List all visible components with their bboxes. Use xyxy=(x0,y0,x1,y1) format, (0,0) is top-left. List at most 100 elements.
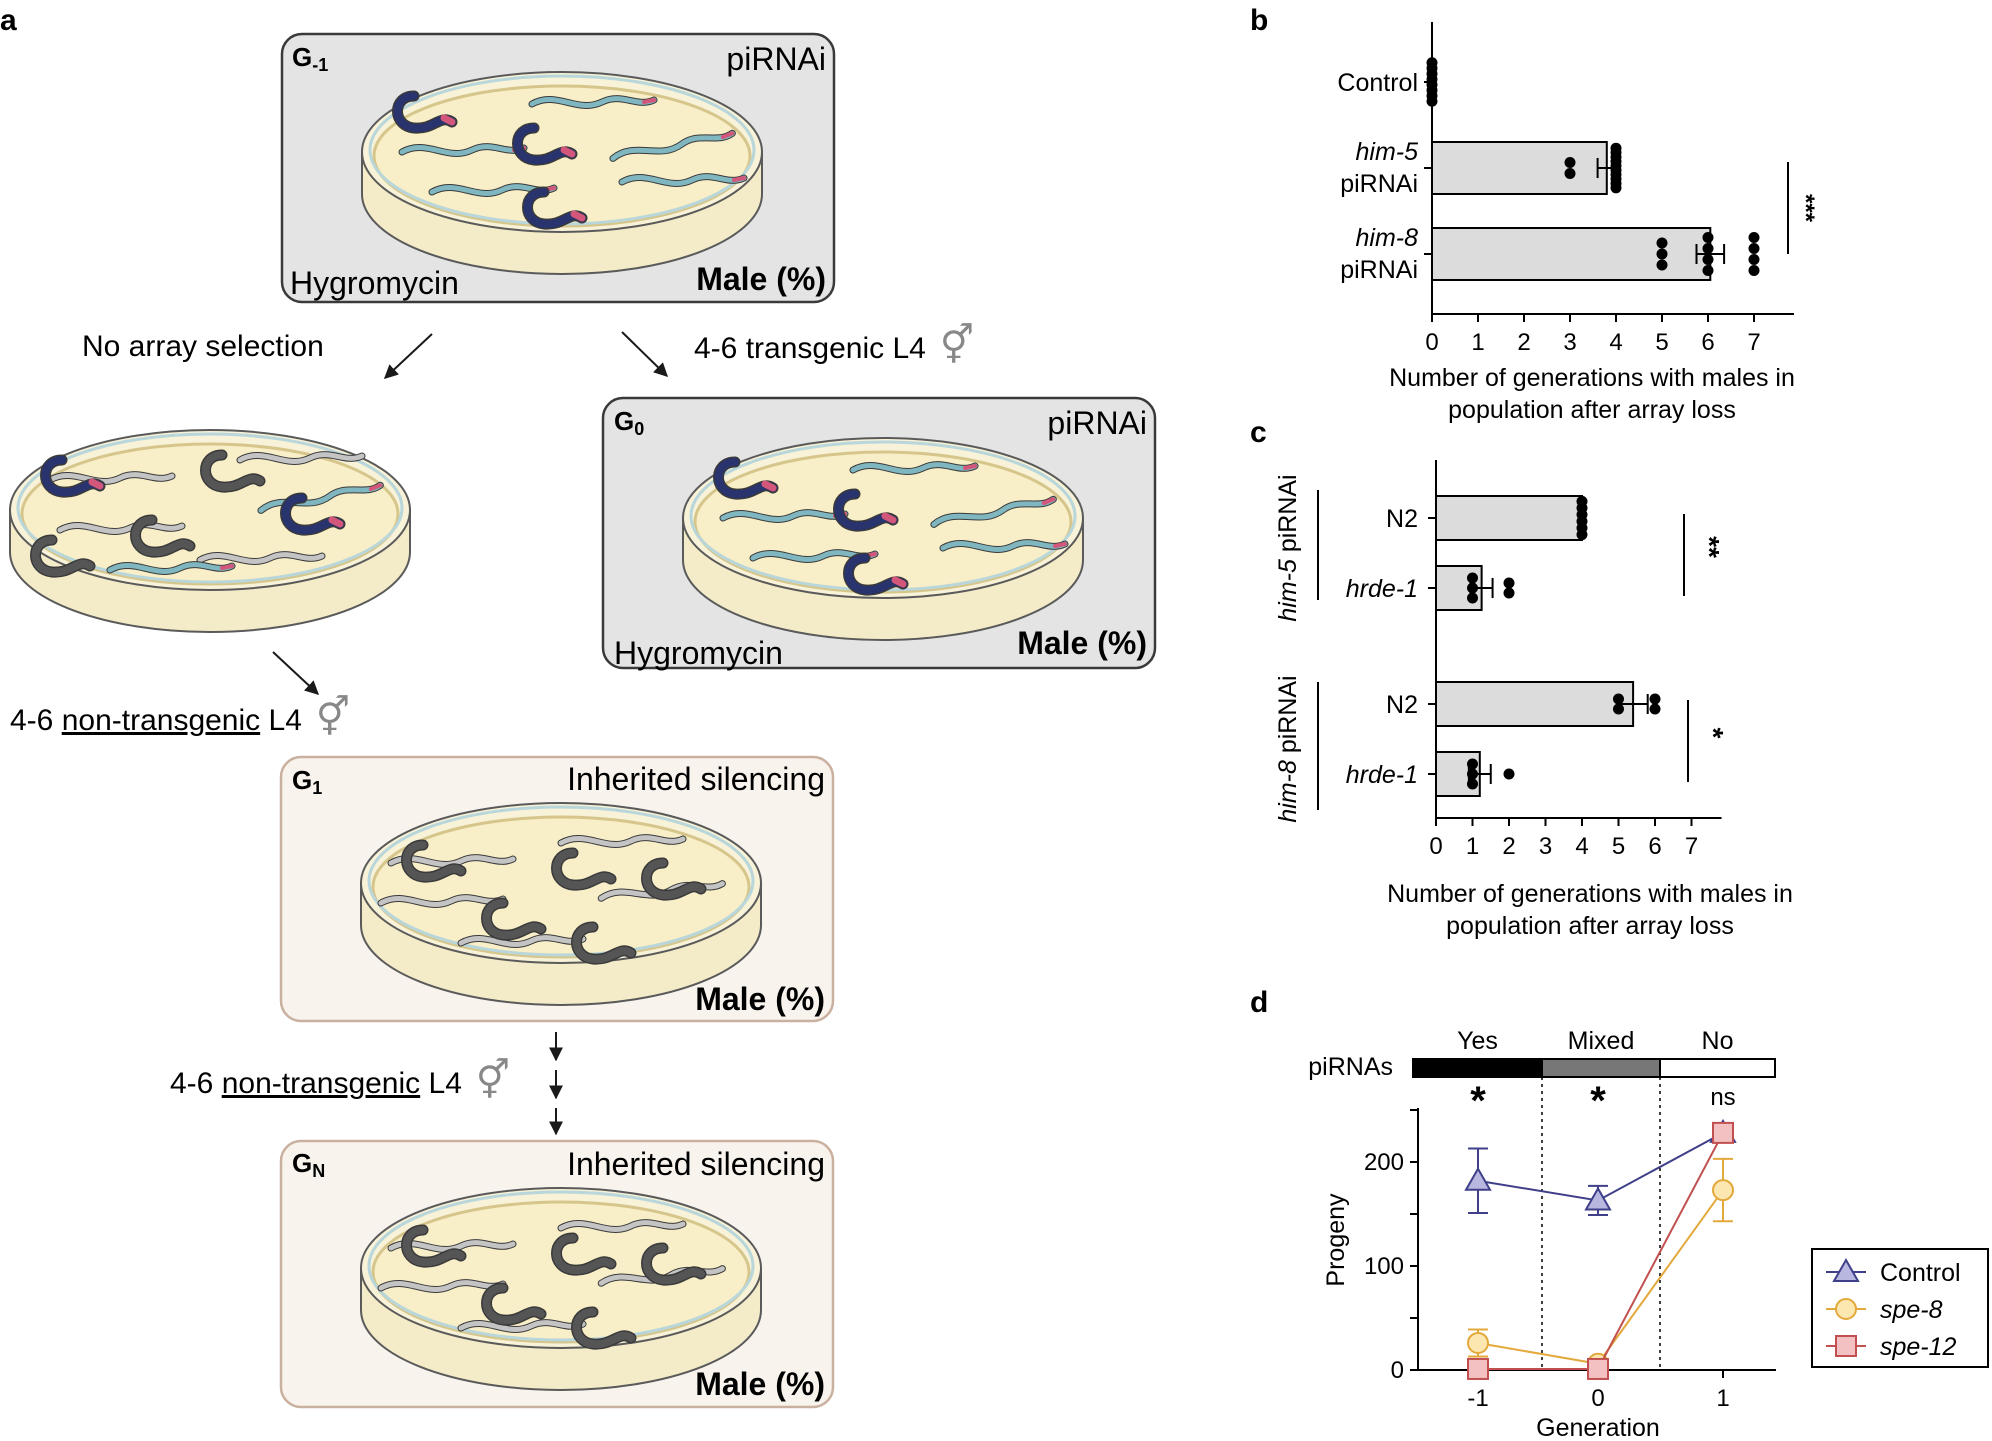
data-point xyxy=(1702,265,1714,276)
x-axis-label: Number of generations with males in xyxy=(1389,364,1795,392)
petri-dish xyxy=(360,1187,762,1391)
data-point xyxy=(1656,259,1668,271)
pirna-segment-label: Mixed xyxy=(1568,1027,1635,1055)
worm xyxy=(843,552,909,596)
transgenic-l4-label: 4-6 transgenic L4⚥ xyxy=(694,323,974,367)
significance-label: ** xyxy=(1694,536,1725,558)
triangle-marker xyxy=(1832,1257,1860,1282)
arrow xyxy=(621,331,669,377)
bar xyxy=(1431,141,1608,195)
category-label: N2 xyxy=(1386,505,1418,533)
worm xyxy=(377,1279,507,1293)
data-point xyxy=(1564,157,1576,168)
data-point xyxy=(1467,768,1478,780)
gen-label: G0 xyxy=(614,406,644,439)
x-tick-label: 0 xyxy=(1591,1385,1604,1412)
worm xyxy=(457,934,587,948)
data-point xyxy=(1467,572,1478,584)
panel-label-c: c xyxy=(1250,416,1267,449)
series-line xyxy=(1477,1132,1724,1202)
mixed-population-dish xyxy=(9,429,411,633)
group-label: him-5 piRNAi xyxy=(1274,474,1302,621)
box-bottom-left-label: Hygromycin xyxy=(290,265,459,301)
data-point xyxy=(1748,243,1760,254)
worm xyxy=(481,1282,547,1326)
square-marker xyxy=(1835,1335,1857,1357)
group-suffix: piRNAi xyxy=(1274,675,1302,760)
petri-dish xyxy=(361,71,763,275)
x-tick-label: 1 xyxy=(1471,329,1484,356)
worm xyxy=(528,95,658,109)
box-bottom-left-label: Hygromycin xyxy=(614,635,783,671)
category-label: hrde-1 xyxy=(1346,761,1418,789)
x-tick-label: 2 xyxy=(1517,329,1530,356)
x-tick-label: 5 xyxy=(1655,329,1668,356)
pirna-segment xyxy=(1541,1058,1661,1078)
worm xyxy=(401,1224,467,1268)
x-axis-label: population after array loss xyxy=(1446,912,1734,940)
category-label: him-5 xyxy=(1355,138,1418,166)
significance-label: * xyxy=(1698,728,1729,739)
data-point xyxy=(1426,95,1438,107)
box-gn: GN Inherited silencing Male (%) xyxy=(279,1139,835,1409)
data-point xyxy=(1467,758,1478,770)
worm xyxy=(401,839,467,883)
x-tick-label: 4 xyxy=(1575,833,1588,860)
group-suffix: piRNAi xyxy=(1274,474,1302,559)
data-point xyxy=(1656,248,1668,260)
category-label: Control xyxy=(1337,69,1418,97)
worm xyxy=(522,186,588,230)
gen-label: G1 xyxy=(292,765,322,798)
y-tick-label: 0 xyxy=(1391,1357,1404,1384)
data-point xyxy=(1748,265,1760,276)
worm xyxy=(618,173,748,187)
data-point xyxy=(1503,768,1515,780)
box-bottom-right-label: Male (%) xyxy=(696,261,826,297)
x-tick-label: 0 xyxy=(1425,329,1438,356)
series-Control xyxy=(1464,1118,1737,1217)
x-tick-label: 5 xyxy=(1612,833,1625,860)
worm xyxy=(200,449,266,493)
worm xyxy=(939,539,1069,553)
triangle-marker xyxy=(1584,1186,1612,1211)
non-transgenic-l4-label-2: 4-6 non-transgenic L4⚥ xyxy=(170,1058,510,1102)
circle-marker xyxy=(1835,1298,1857,1320)
panel-label-a: a xyxy=(0,4,17,37)
category-label: piRNAi xyxy=(1340,170,1418,198)
worm xyxy=(377,894,507,908)
worm xyxy=(641,857,707,901)
data-point xyxy=(1702,254,1714,265)
data-point xyxy=(1702,243,1714,254)
worm xyxy=(551,1232,617,1276)
box-top-right-label: piRNAi xyxy=(726,41,826,77)
x-tick-label: 6 xyxy=(1701,329,1714,356)
y-axis-label: Progeny xyxy=(1322,1193,1350,1287)
x-axis-label: Generation xyxy=(1536,1414,1660,1441)
worm xyxy=(512,122,578,166)
data-point xyxy=(1702,232,1714,243)
legend-label: spe-12 xyxy=(1880,1333,1957,1361)
data-point xyxy=(1503,577,1515,589)
triangle-marker xyxy=(1464,1166,1492,1191)
worm xyxy=(713,456,779,500)
worm xyxy=(849,461,979,475)
x-axis-label: population after array loss xyxy=(1448,396,1736,424)
worm xyxy=(557,1219,687,1233)
significance-label: * xyxy=(1470,1079,1486,1123)
series-line xyxy=(1478,1132,1724,1370)
box-g-minus1: G-1 piRNAi Hygromycin Male (%) xyxy=(280,32,836,304)
data-point xyxy=(1467,582,1478,594)
bar xyxy=(1431,227,1712,281)
y-tick-label: 100 xyxy=(1364,1253,1404,1280)
bar xyxy=(1435,495,1583,541)
box-top-right-label: piRNAi xyxy=(1047,405,1147,441)
circle-marker xyxy=(1712,1179,1734,1202)
worm xyxy=(106,561,236,575)
x-tick-label: 2 xyxy=(1502,833,1515,860)
worm xyxy=(40,454,106,498)
worm xyxy=(833,488,899,532)
petri-dish xyxy=(360,802,762,1006)
worm xyxy=(30,534,96,578)
